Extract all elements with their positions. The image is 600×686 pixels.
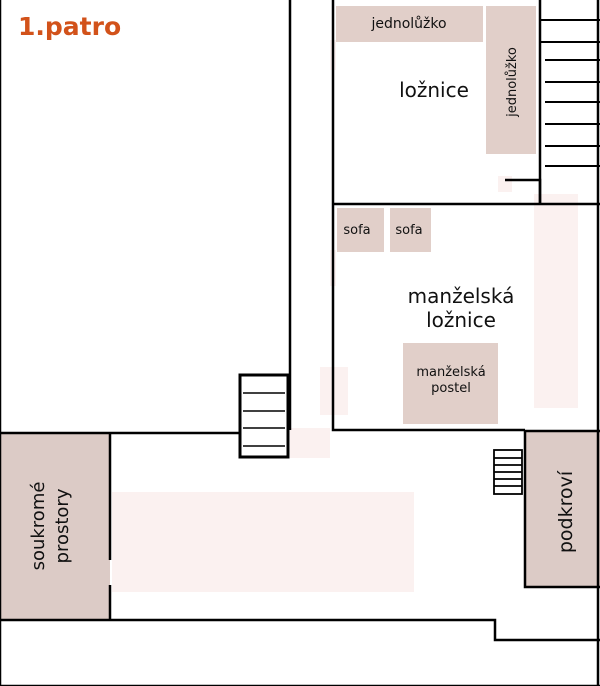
master-bedroom-label-2: ložnice — [426, 308, 496, 332]
sofa-1 — [337, 208, 384, 252]
sofa-1-label: sofa — [343, 223, 370, 238]
sofa-2 — [390, 208, 431, 252]
single-bed-side — [486, 6, 536, 154]
stairs-attic — [493, 449, 523, 495]
faint-doorway-mark-2 — [290, 428, 330, 458]
single-bed-side-label: jednolůžko — [505, 47, 520, 118]
private-rooms-fill — [0, 433, 110, 619]
single-bed-top — [336, 6, 483, 42]
single-bed-top-label: jednolůžko — [370, 16, 446, 32]
double-bed — [403, 343, 498, 424]
attic-label: podkroví — [555, 470, 577, 553]
master-bedroom-label-1: manželská — [408, 284, 515, 308]
faint-area-right — [534, 194, 578, 408]
double-bed-label-2: postel — [431, 381, 471, 396]
floor-title: 1.patro — [18, 12, 121, 41]
stairs-left — [238, 373, 290, 459]
sofa-2-label: sofa — [395, 223, 422, 238]
faint-door-mark — [498, 176, 512, 192]
stairs-upper-right — [540, 19, 600, 167]
private-rooms-label-2: prostory — [52, 488, 73, 563]
attic-fill — [525, 431, 600, 587]
double-bed-label-1: manželská — [416, 365, 485, 380]
faint-area-hall — [112, 492, 414, 592]
private-rooms-label-1: soukromé — [28, 482, 49, 571]
bedroom-label: ložnice — [399, 78, 469, 102]
